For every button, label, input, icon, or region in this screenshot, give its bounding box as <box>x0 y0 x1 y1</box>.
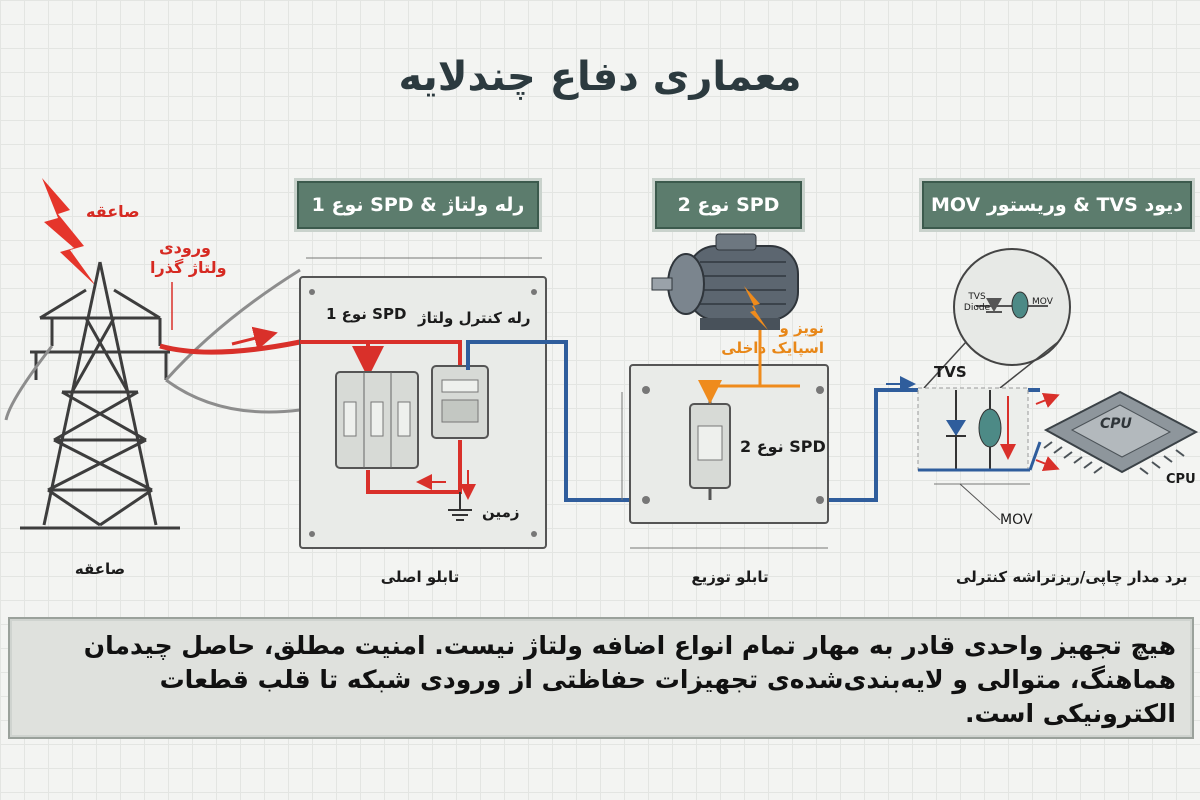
noise-label-line2: اسپایک داخلی <box>721 339 824 357</box>
layer1-banner: رله ولتاژ & SPD نوع 1 <box>297 181 539 229</box>
power-line <box>164 268 301 382</box>
summary-box: هیچ تجهیز واحدی قادر به مهار تمام انواع … <box>8 617 1194 739</box>
tvs-label: TVS <box>934 363 967 381</box>
dist-panel-label: تابلو توزیع <box>691 568 769 586</box>
lightning-label: صاعقه <box>86 202 140 221</box>
mov-label: MOV <box>1000 512 1033 528</box>
cpu-chip-icon <box>1043 390 1199 475</box>
relay-label: رله کنترل ولتاژ <box>418 309 531 327</box>
page-title: معماری دفاع چندلایه <box>398 54 802 100</box>
mov-small-label: MOV <box>1032 297 1053 307</box>
main-panel-box <box>299 276 547 549</box>
ground-label: زمین <box>482 503 520 521</box>
tower-label: صاعقه <box>74 560 126 578</box>
spd1-label: SPD نوع 1 <box>326 305 407 323</box>
power-line <box>165 378 301 414</box>
surge-path <box>159 339 301 355</box>
zoom-detail <box>923 248 1071 389</box>
transient-label-line1: ورودی <box>159 238 211 257</box>
layer3-banner: دیود TVS & وریستور MOV <box>922 181 1192 229</box>
surge-path <box>300 340 462 370</box>
transmission-tower-icon <box>20 261 180 530</box>
noise-label-line1: نویز و <box>779 319 824 337</box>
electric-motor-icon <box>651 233 799 330</box>
noise-label: نویز و اسپایک داخلی <box>721 318 824 358</box>
power-line <box>4 345 54 421</box>
spd-type1-device <box>335 371 419 469</box>
surge-arrow <box>1035 456 1060 471</box>
spd2-label: SPD نوع 2 <box>740 437 826 456</box>
spd-type2-device <box>689 390 731 500</box>
layer2-banner: SPD نوع 2 <box>655 181 802 229</box>
main-panel-label: تابلو اصلی <box>380 568 460 586</box>
tvs-diode-line1: TVS <box>968 292 986 302</box>
insulator-icon <box>34 318 168 380</box>
tvs-diode-line2: Diode <box>963 303 991 313</box>
cpu-chip-label: CPU <box>1100 416 1132 432</box>
lightning-bolt-icon <box>42 178 96 286</box>
cpu-label: CPU <box>1166 472 1196 487</box>
surge-path <box>366 440 462 494</box>
board-label: برد مدار چاپی/ریزتراشه کنترلی <box>956 568 1188 586</box>
transient-label: ورودی ولتاژ گذرا <box>150 238 227 278</box>
tvs-mov-circuit <box>917 387 1042 521</box>
surge-arrow <box>231 326 278 351</box>
ground-icon <box>448 492 472 521</box>
tvs-diode-label: TVS Diode <box>960 292 994 314</box>
noise-spike-icon <box>744 286 768 330</box>
surge-arrow <box>1035 393 1060 408</box>
summary-text: هیچ تجهیز واحدی قادر به مهار تمام انواع … <box>83 631 1176 728</box>
transient-label-line2: ولتاژ گذرا <box>150 258 227 277</box>
noise-path <box>698 380 760 404</box>
voltage-relay-device <box>431 365 489 439</box>
